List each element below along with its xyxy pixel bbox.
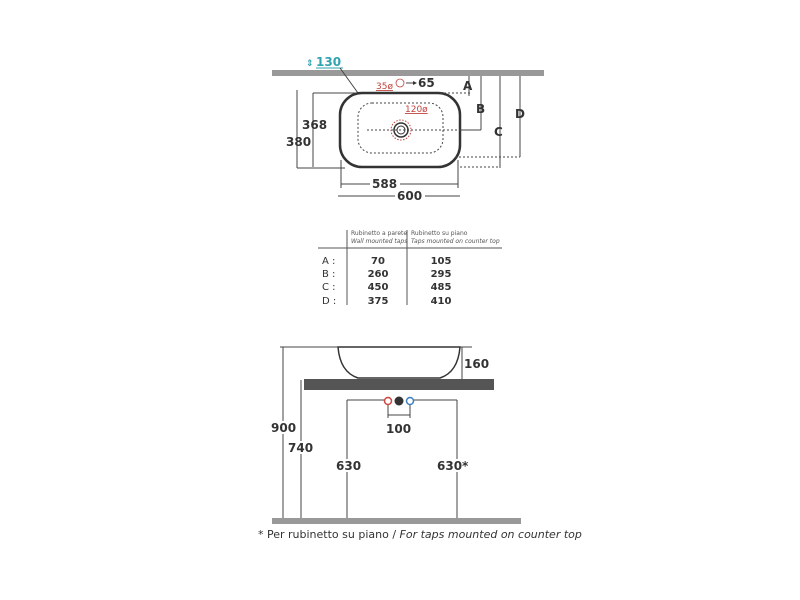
col1-header: Rubinetto a parete	[351, 230, 407, 237]
leader-line	[339, 67, 359, 94]
counter-height-label: 740	[288, 441, 313, 455]
side-view: 160 900 740 630 630* 100	[270, 346, 521, 524]
label-bg	[270, 421, 294, 434]
label-bg	[370, 177, 400, 189]
hot-supply-icon	[383, 396, 393, 406]
table-row: D : 375 410	[322, 296, 451, 307]
label-bg	[436, 459, 468, 472]
wall-value: 375	[368, 296, 389, 307]
right-supply-height-label: 630*	[437, 459, 469, 473]
counter-value: 105	[431, 256, 452, 267]
label-bg	[288, 441, 312, 454]
col2-header: Rubinetto su piano	[411, 230, 468, 237]
basin-side-profile	[337, 346, 461, 379]
counter-value: 410	[431, 296, 452, 307]
dim-d-letter: D	[515, 107, 525, 121]
basin-inner-outline	[357, 102, 444, 154]
drain-outline	[390, 119, 412, 141]
wall-value: 260	[368, 269, 389, 280]
dimensions-table: Rubinetto a parete Wall mounted taps Rub…	[318, 230, 502, 307]
total-height-label: 900	[271, 421, 296, 435]
dim-b-letter: B	[476, 102, 485, 116]
height-marker-label: 130	[316, 55, 341, 69]
top-view: ⇕ 130 120ø 35ø 65 A B C D 368 380	[272, 55, 544, 203]
row-label: B :	[322, 269, 335, 280]
dim-a-letter: A	[463, 79, 473, 93]
table-row: B : 260 295	[322, 269, 451, 280]
dim-c-letter: C	[494, 125, 503, 139]
label-bg	[335, 459, 359, 472]
tap-spacing-label: 100	[386, 422, 411, 436]
floor-bar	[272, 518, 521, 524]
countertop	[304, 379, 494, 390]
row-label: C :	[322, 282, 336, 293]
wall-value: 70	[371, 256, 385, 267]
label-bg	[395, 189, 425, 201]
table-row: A : 70 105	[322, 256, 451, 267]
footnote-it: * Per rubinetto su piano /	[258, 528, 400, 541]
drain-icon	[393, 122, 409, 138]
drain-inner	[396, 125, 406, 135]
wall-value: 450	[368, 282, 389, 293]
drain-diameter-label: 120ø	[405, 105, 428, 115]
tap-hole-offset-label: 65	[418, 76, 435, 90]
outer-width-label: 600	[397, 189, 422, 203]
row-label: D :	[322, 296, 336, 307]
tap-hole-icon	[395, 78, 405, 88]
counter-value: 295	[431, 269, 452, 280]
footnote: * Per rubinetto su piano / For taps moun…	[258, 528, 582, 541]
table-row: C : 450 485	[322, 282, 451, 293]
outer-depth-label: 380	[286, 135, 311, 149]
footnote-en: For taps mounted on counter top	[400, 528, 582, 541]
left-supply-height-label: 630	[336, 459, 361, 473]
drain-pipe-icon	[394, 396, 404, 406]
cold-supply-icon	[405, 396, 415, 406]
height-arrows-icon: ⇕	[306, 59, 314, 69]
inner-width-label: 588	[372, 177, 397, 191]
inner-depth-label: 368	[302, 118, 327, 132]
tap-hole-diameter-label: 35ø	[376, 82, 393, 92]
counter-value: 485	[431, 282, 452, 293]
col1-header-en: Wall mounted taps	[351, 238, 407, 245]
col2-header-en: Taps mounted on counter top	[411, 238, 500, 245]
wall-bar	[272, 70, 544, 76]
arrow-head	[413, 81, 417, 85]
basin-height-label: 160	[464, 357, 489, 371]
row-label: A :	[322, 256, 335, 267]
